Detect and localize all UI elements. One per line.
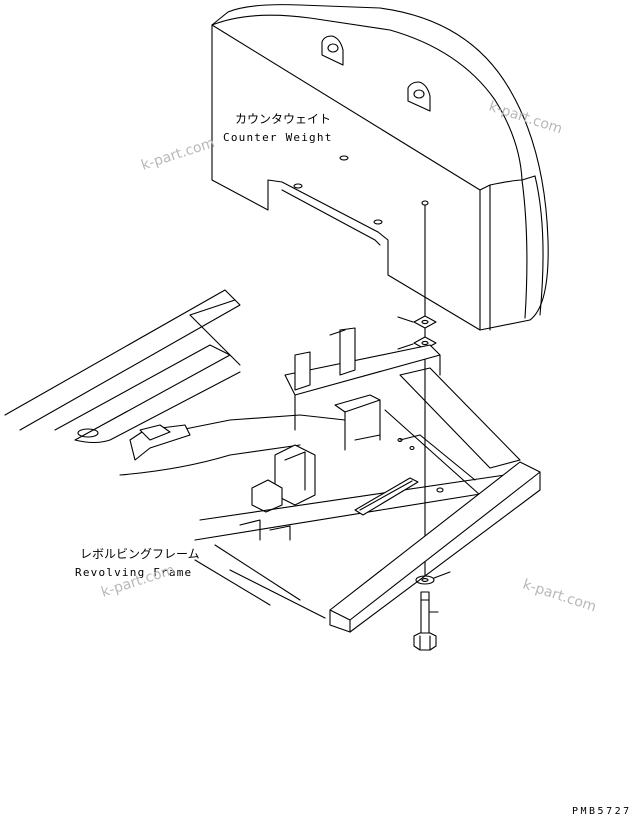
watermark-2: k-part.com: [139, 135, 216, 174]
revolving-frame-label: レボルビングフレーム Revolving Frame: [75, 547, 200, 579]
counter-weight: [211, 4, 549, 331]
lifting-eye-1: [321, 35, 344, 66]
watermark-1: k-part.com: [487, 99, 564, 138]
revolving-frame-label-jp: レボルビングフレーム: [80, 547, 200, 561]
revolving-frame-label-en: Revolving Frame: [75, 566, 192, 579]
bolt-assembly: [397, 204, 451, 651]
drawing-code: PMB5727: [572, 806, 632, 817]
plate-washer: [413, 315, 437, 329]
lifting-eye-2: [407, 81, 431, 112]
counter-weight-label-jp: カウンタウェイト: [235, 112, 331, 126]
watermark-4: k-part.com: [521, 577, 598, 616]
counter-weight-label: カウンタウェイト Counter Weight: [223, 112, 333, 144]
bolt: [413, 591, 437, 651]
counter-weight-label-en: Counter Weight: [223, 131, 333, 144]
revolving-frame: [4, 289, 541, 633]
